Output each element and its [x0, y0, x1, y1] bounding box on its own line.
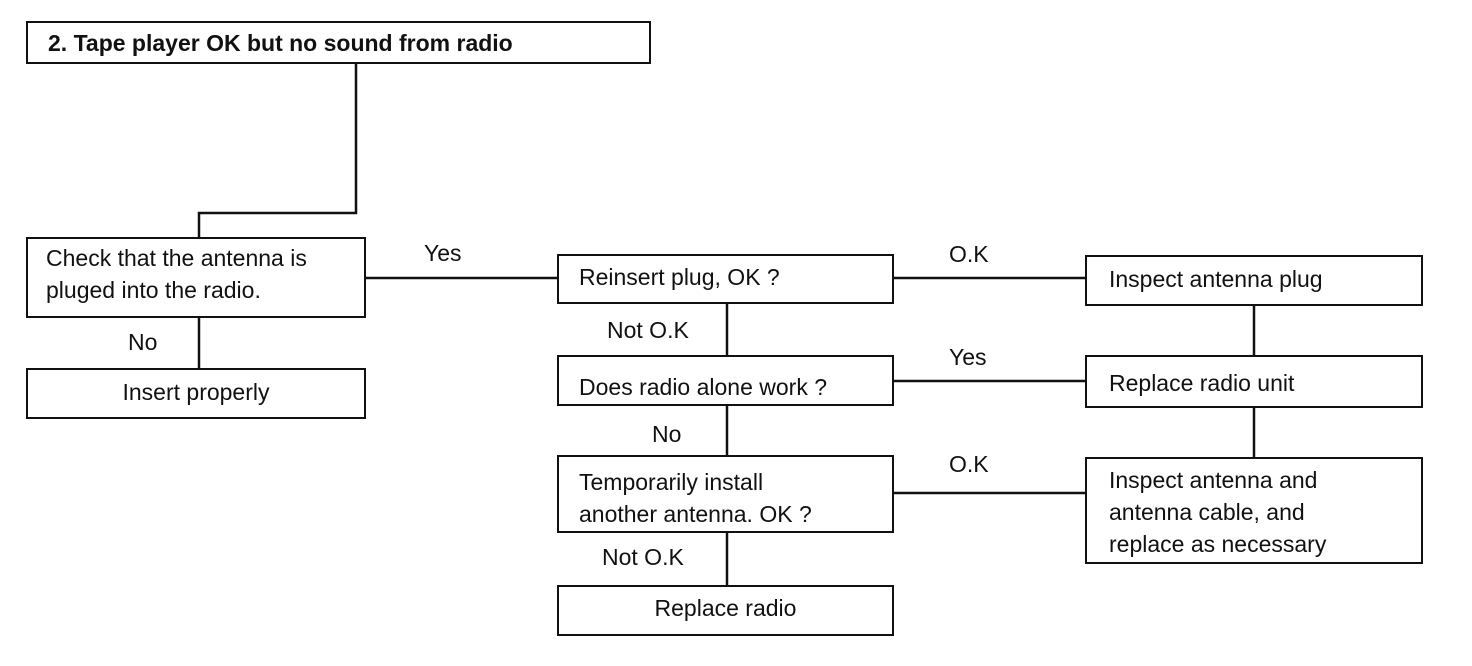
inspect-cable-text: Inspect antenna and antenna cable, and r…	[1109, 467, 1327, 557]
label-check-yes: Yes	[424, 240, 462, 266]
label-radio-alone-no: No	[652, 421, 682, 447]
replace-radio-box: Replace radio	[557, 585, 894, 636]
inspect-cable-box: Inspect antenna and antenna cable, and r…	[1085, 457, 1423, 564]
check-antenna-text: Check that the antenna is pluged into th…	[46, 245, 307, 303]
label-check-no: No	[128, 329, 158, 355]
replace-radio-text: Replace radio	[654, 595, 797, 621]
label-radio-alone-yes: Yes	[949, 344, 987, 370]
label-reinsert-ok: O.K	[949, 241, 989, 267]
inspect-plug-box: Inspect antenna plug	[1085, 255, 1423, 306]
temp-antenna-text: Temporarily install another antenna. OK …	[579, 469, 812, 527]
connector-title-to-check	[197, 62, 358, 237]
temp-antenna-box: Temporarily install another antenna. OK …	[557, 455, 894, 533]
replace-unit-text: Replace radio unit	[1109, 370, 1295, 396]
insert-properly-text: Insert properly	[122, 379, 270, 405]
radio-alone-box: Does radio alone work ?	[557, 355, 894, 406]
inspect-plug-text: Inspect antenna plug	[1109, 266, 1323, 292]
page-title: 2. Tape player OK but no sound from radi…	[48, 30, 513, 56]
label-temp-ok: O.K	[949, 451, 989, 477]
reinsert-plug-text: Reinsert plug, OK ?	[579, 264, 780, 290]
title-box: 2. Tape player OK but no sound from radi…	[26, 21, 651, 64]
insert-properly-box: Insert properly	[26, 368, 366, 419]
label-temp-not-ok: Not O.K	[602, 544, 684, 570]
check-antenna-box: Check that the antenna is pluged into th…	[26, 237, 366, 318]
label-reinsert-not-ok: Not O.K	[607, 317, 689, 343]
replace-unit-box: Replace radio unit	[1085, 355, 1423, 408]
radio-alone-text: Does radio alone work ?	[579, 374, 828, 400]
reinsert-plug-box: Reinsert plug, OK ?	[557, 254, 894, 304]
